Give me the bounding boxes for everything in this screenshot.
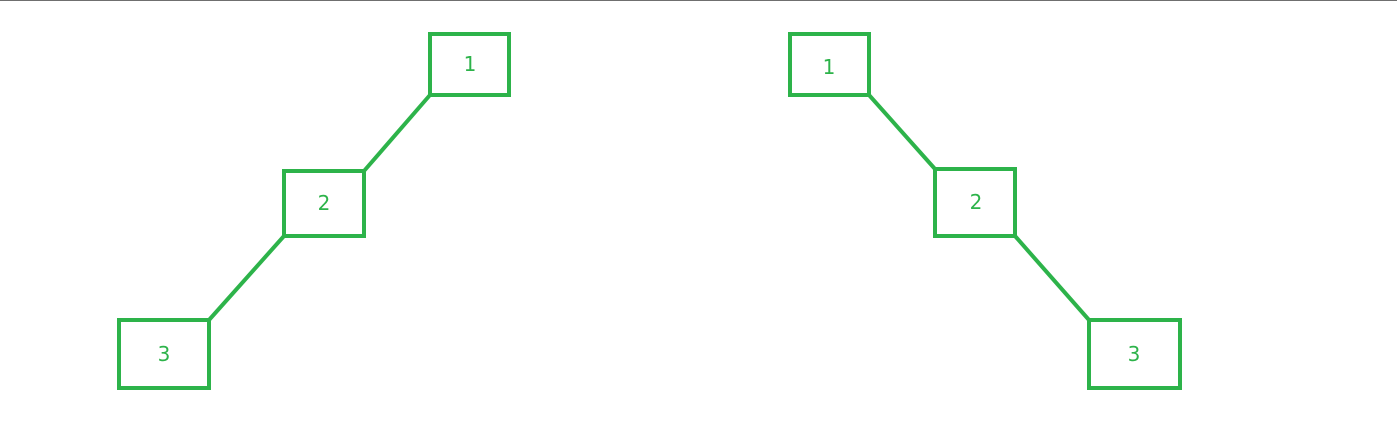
right-tree-node-1-label: 1 — [823, 55, 836, 79]
left-tree-node-3-box — [117, 318, 211, 390]
left-tree-node-2: 2 — [282, 169, 366, 238]
right-tree-node-3-box — [1087, 318, 1182, 390]
right-tree-edge-1-2 — [867, 93, 937, 171]
left-tree-node-1-box — [428, 32, 511, 97]
right-tree-node-3-label: 3 — [1128, 342, 1141, 366]
right-tree-edge-2-3 — [1013, 234, 1091, 322]
left-tree-node-2-box — [282, 169, 366, 238]
left-tree-node-3-label: 3 — [158, 342, 171, 366]
right-tree-node-3: 3 — [1087, 318, 1182, 390]
right-tree-node-1: 1 — [788, 32, 871, 97]
left-tree-edge-2-3 — [207, 234, 286, 322]
right-skewed-tree: 1 2 3 — [788, 32, 1182, 390]
left-tree-node-1-label: 1 — [464, 52, 477, 76]
left-tree-node-3: 3 — [117, 318, 211, 390]
left-tree-edge-1-2 — [362, 93, 432, 173]
left-skewed-tree: 1 2 3 — [117, 32, 511, 390]
left-tree-node-2-label: 2 — [318, 191, 331, 215]
right-tree-node-2-label: 2 — [970, 190, 983, 214]
right-tree-node-2-box — [933, 167, 1017, 238]
left-tree-node-1: 1 — [428, 32, 511, 97]
right-tree-node-2: 2 — [933, 167, 1017, 238]
right-tree-node-1-box — [788, 32, 871, 97]
